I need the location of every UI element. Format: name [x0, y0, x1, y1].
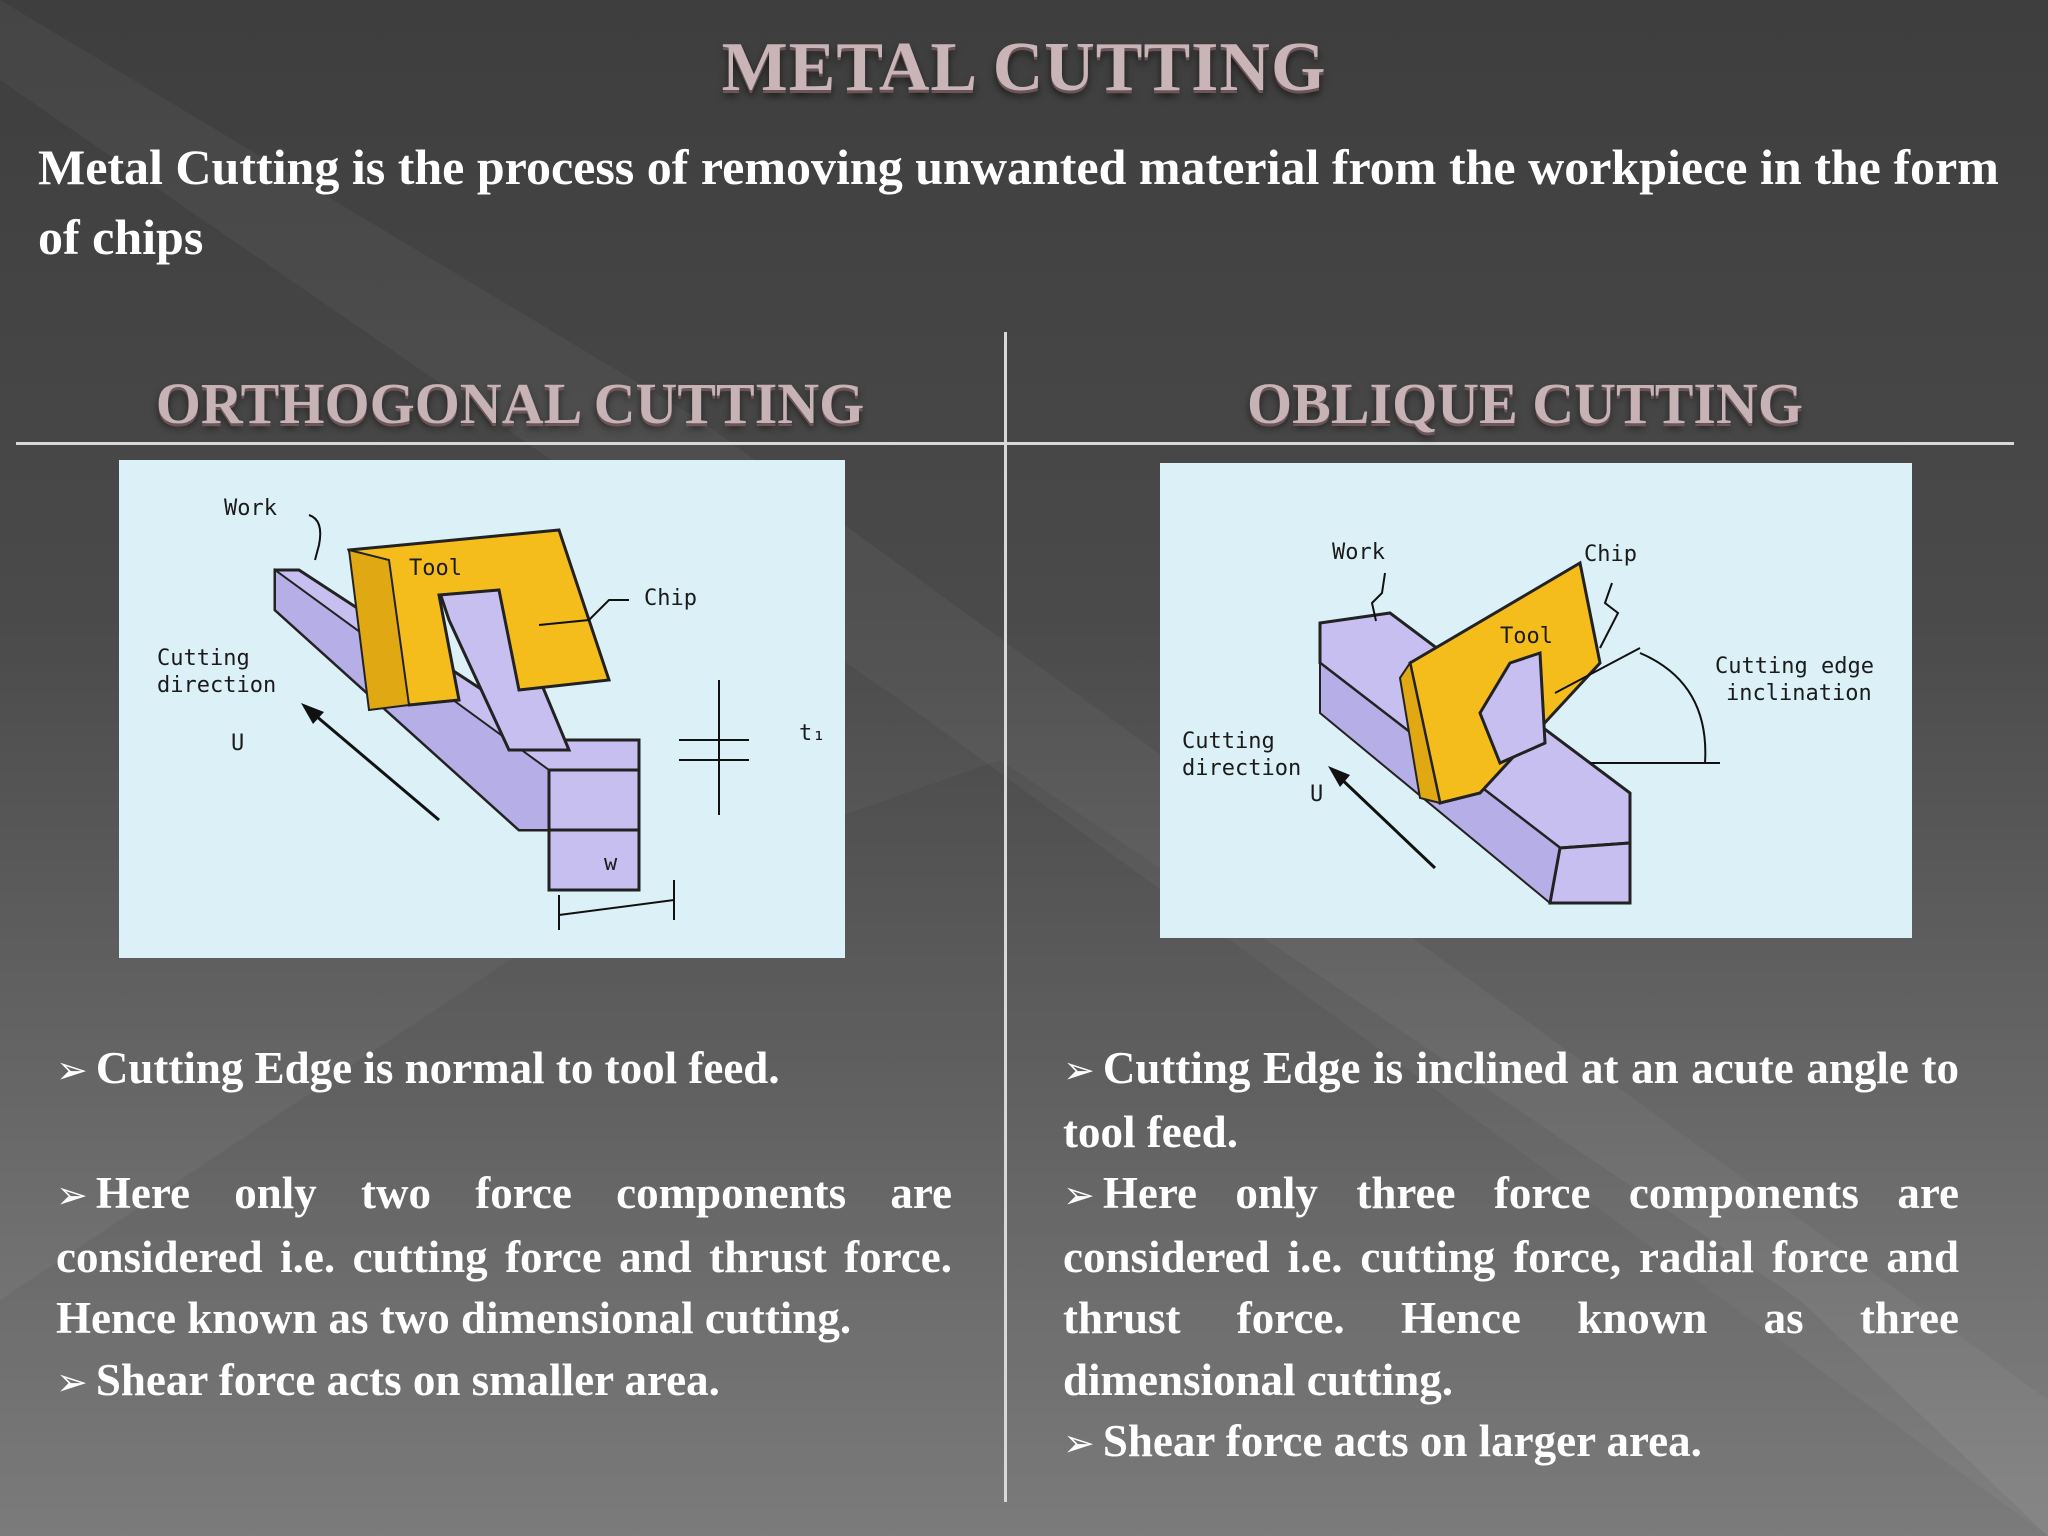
label-w: w — [604, 851, 618, 876]
arrowhead-bullet-icon: ➢ — [1063, 1173, 1095, 1217]
label-direction: direction — [157, 673, 276, 698]
heading-divider-horizontal — [16, 442, 2014, 445]
inclination-arc — [1639, 652, 1707, 764]
workpiece-end — [547, 768, 641, 832]
definition-text: Metal Cutting is the process of removing… — [38, 139, 1999, 265]
work-leader — [1370, 572, 1386, 622]
bullet-item: ➢Shear force acts on larger area. — [1063, 1411, 1959, 1475]
bullet-item: ➢Cutting Edge is normal to tool feed. — [56, 1038, 952, 1102]
label-chip: Chip — [644, 586, 697, 611]
oblique-cutting-figure: Work Chip Tool Cutting edge inclination … — [1160, 463, 1912, 938]
tool-side — [1398, 660, 1442, 805]
oblique-diagram: Work Chip Tool Cutting edge inclination … — [1182, 540, 1874, 905]
label-work: Work — [224, 496, 277, 521]
workpiece-end-lower — [547, 828, 641, 892]
bullet-item: ➢Cutting Edge is inclined at an acute an… — [1063, 1038, 1959, 1163]
chip-leader — [1599, 582, 1620, 649]
cutting-direction-arrow — [1333, 771, 1437, 870]
label-direction: direction — [1182, 756, 1301, 781]
arrowhead-bullet-icon: ➢ — [1063, 1421, 1095, 1465]
label-u: U — [1310, 782, 1323, 807]
bullet-text: Cutting Edge is normal to tool feed. — [95, 1043, 780, 1093]
label-chip: Chip — [1584, 542, 1637, 567]
bullet-text: Shear force acts on larger area. — [1102, 1416, 1702, 1466]
orthogonal-bullets: ➢Cutting Edge is normal to tool feed. ➢H… — [56, 1038, 952, 1413]
workpiece-end — [1548, 841, 1632, 905]
arrowhead-bullet-icon: ➢ — [1063, 1048, 1095, 1092]
label-inclination: inclination — [1726, 681, 1872, 706]
arrowhead — [1328, 766, 1350, 787]
bullet-spacer — [56, 1102, 952, 1164]
bullet-text: Here only three force components are con… — [1063, 1168, 1959, 1405]
oblique-bullets: ➢Cutting Edge is inclined at an acute an… — [1063, 1038, 1959, 1475]
chip-shape — [1478, 650, 1547, 766]
bullet-item: ➢Here only three force components are co… — [1063, 1163, 1959, 1411]
bullet-text: Here only two force components are consi… — [56, 1168, 952, 1343]
w-dimension-line — [558, 899, 675, 916]
cutting-direction-arrow — [308, 708, 440, 822]
inclination-line-upper — [1554, 647, 1641, 694]
tool-shape — [346, 528, 612, 707]
chip-leader — [538, 599, 629, 626]
orthogonal-cutting-figure: Work Tool Chip Cutting direction U t₁ w — [119, 460, 845, 958]
label-t1: t₁ — [799, 721, 826, 746]
slide-title: METAL CUTTING — [721, 29, 1327, 106]
label-work: Work — [1332, 540, 1385, 565]
oblique-heading: OBLIQUE CUTTING — [1247, 371, 1803, 436]
label-tool: Tool — [409, 556, 462, 581]
bullet-item: ➢Here only two force components are cons… — [56, 1163, 952, 1350]
tool-side — [347, 548, 411, 712]
bullet-text: Shear force acts on smaller area. — [95, 1354, 720, 1405]
column-divider-vertical — [1004, 332, 1007, 1502]
orthogonal-heading: ORTHOGONAL CUTTING — [155, 371, 865, 436]
orthogonal-diagram: Work Tool Chip Cutting direction U t₁ w — [157, 496, 826, 930]
bullet-text: Cutting Edge is inclined at an acute ang… — [1063, 1043, 1959, 1157]
arrowhead-bullet-icon: ➢ — [56, 1048, 88, 1092]
label-cutting-edge: Cutting edge — [1715, 654, 1874, 679]
arrowhead-bullet-icon: ➢ — [56, 1359, 88, 1404]
work-leader — [308, 514, 322, 561]
arrowhead — [301, 703, 324, 724]
label-tool: Tool — [1500, 624, 1553, 649]
arrowhead-bullet-icon: ➢ — [56, 1173, 88, 1217]
label-u: U — [231, 731, 244, 756]
bullet-item: ➢Shear force acts on smaller area. — [56, 1350, 952, 1414]
label-cutting: Cutting — [157, 646, 250, 671]
label-cutting: Cutting — [1182, 729, 1275, 754]
